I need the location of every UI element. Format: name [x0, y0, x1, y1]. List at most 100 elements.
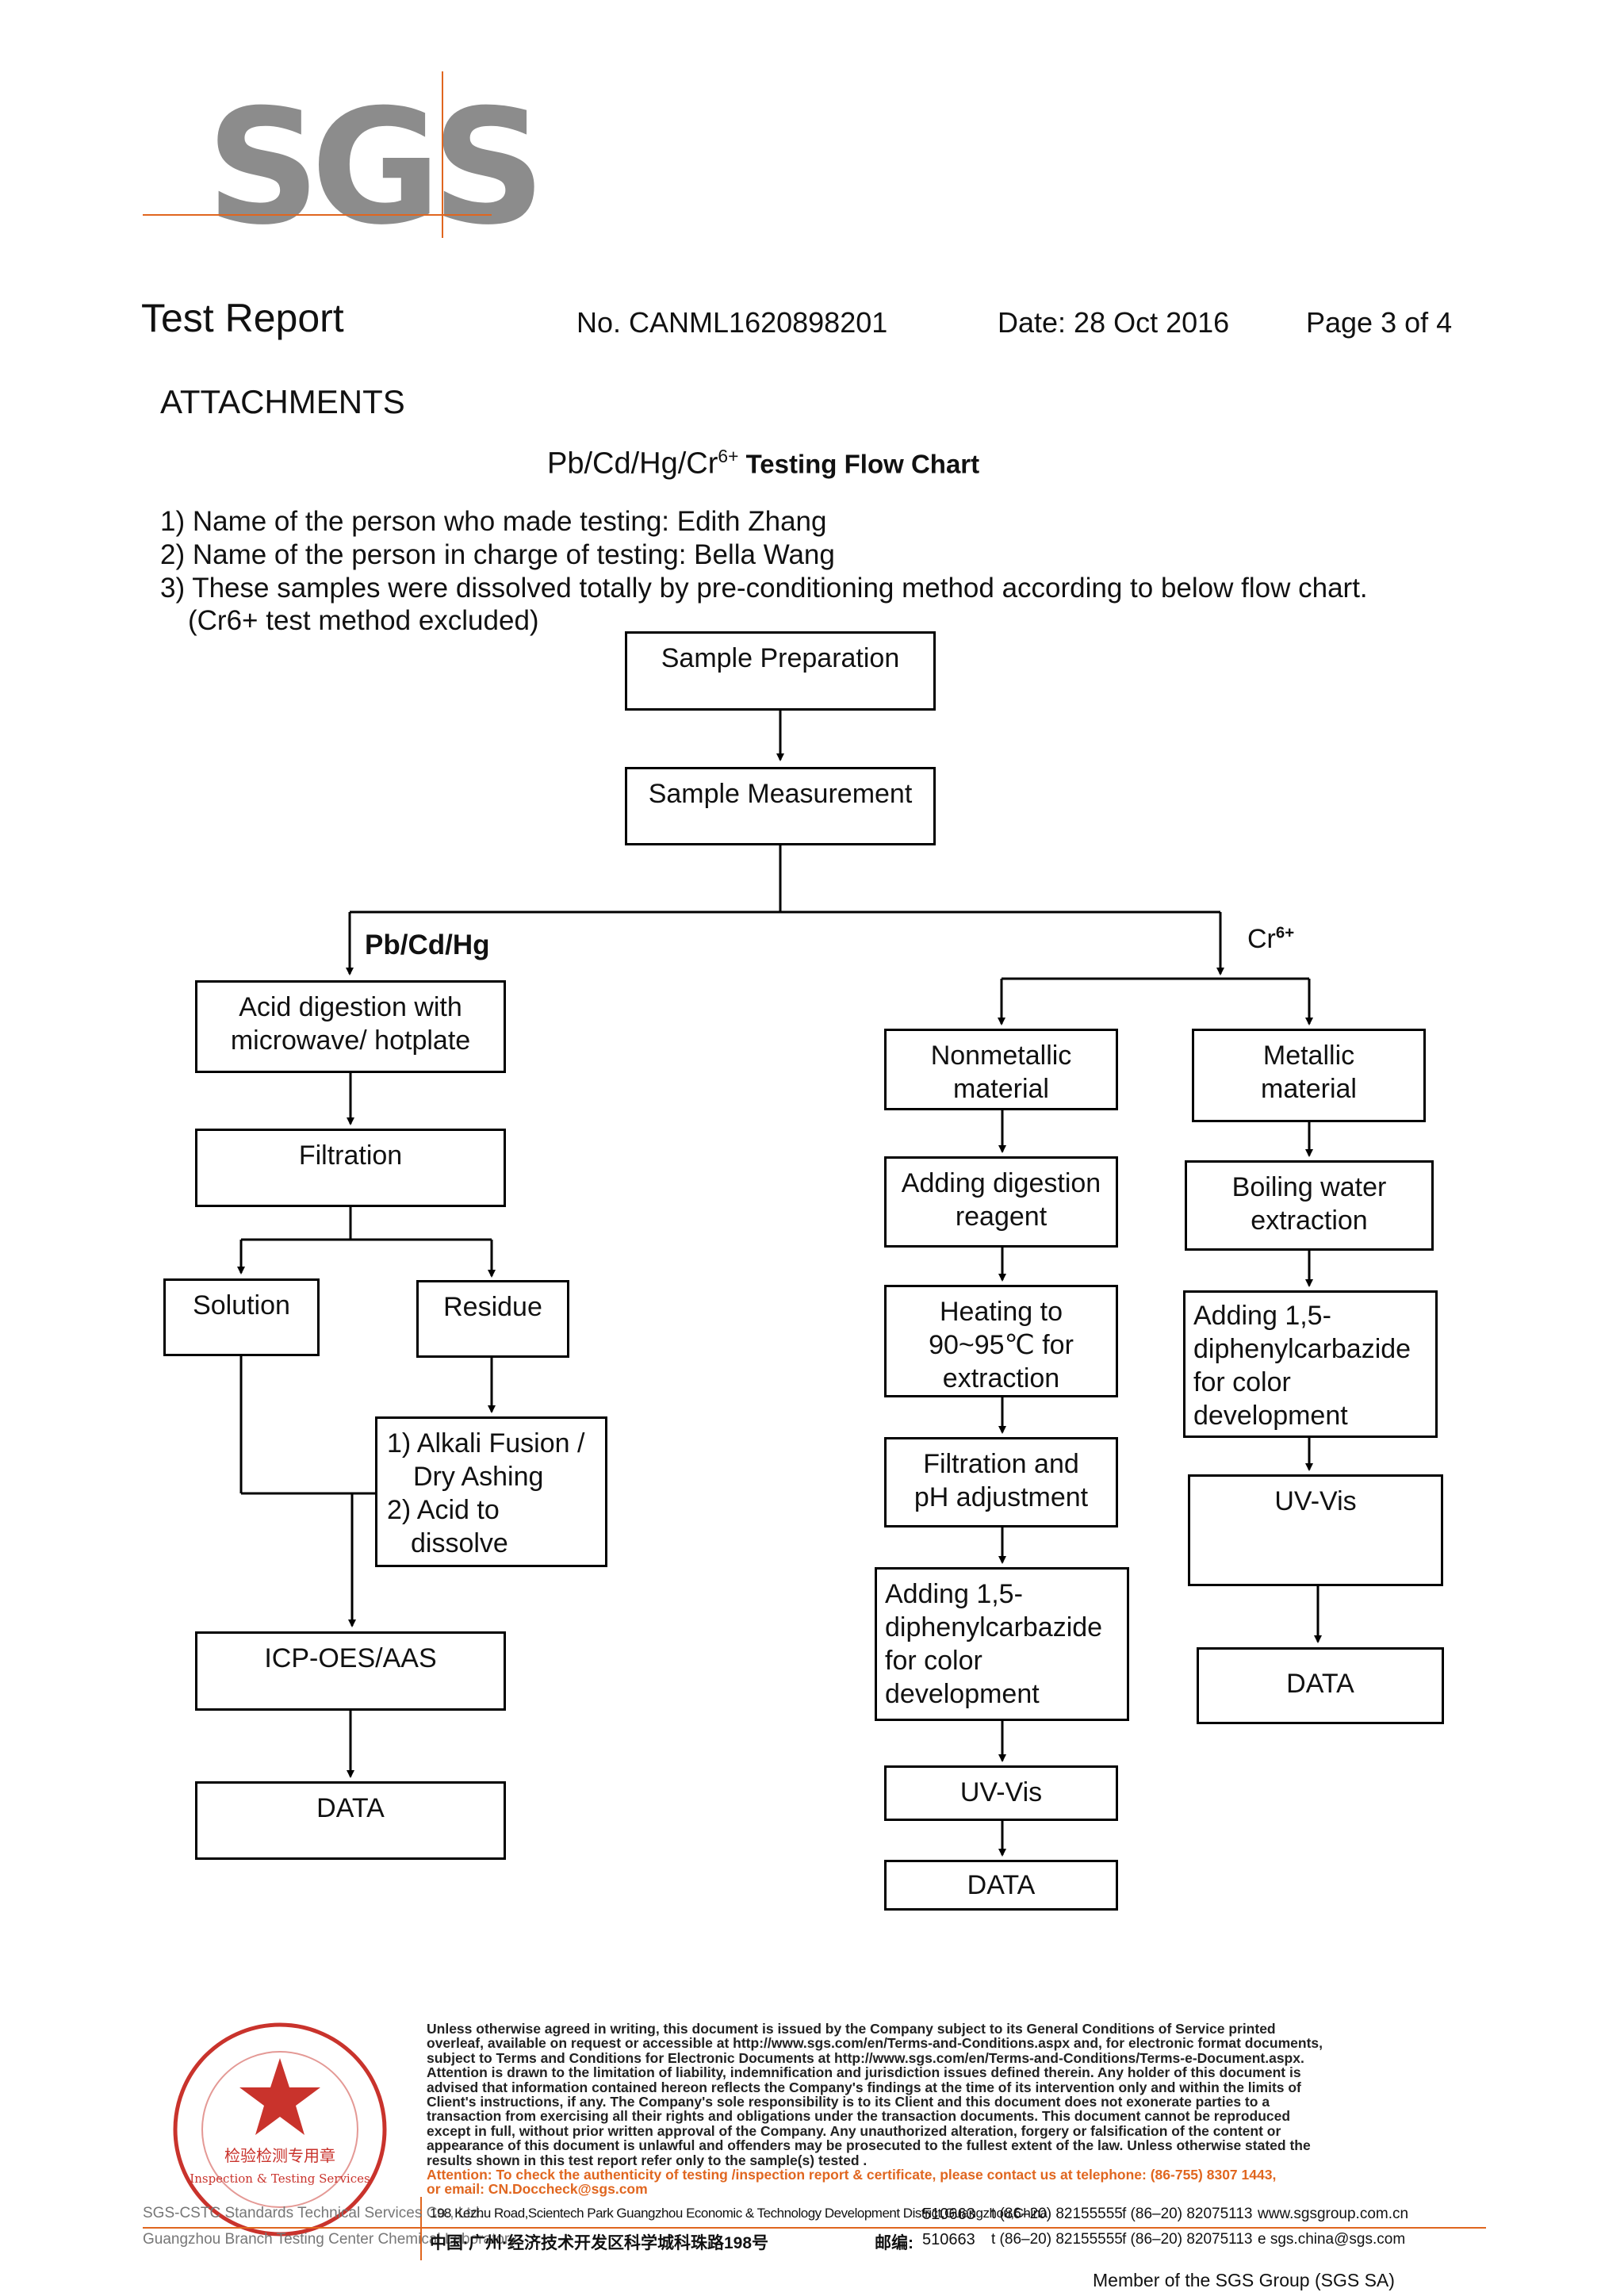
- flowchart-title-main: Pb/Cd/Hg/Cr: [547, 447, 718, 481]
- logo-hline: [143, 214, 492, 216]
- filtration-box: Filtration: [195, 1129, 506, 1207]
- disclaimer-line: overleaf, available on request or access…: [427, 2035, 1323, 2052]
- attachments-heading: ATTACHMENTS: [160, 383, 405, 420]
- postcode-label: 邮编:: [875, 2234, 914, 2252]
- heating-box: Heating to 90~95℃ for extraction: [884, 1285, 1118, 1397]
- sample-measurement-box: Sample Measurement: [625, 767, 936, 845]
- member-line: Member of the SGS Group (SGS SA): [1093, 2270, 1395, 2290]
- stamp-inner-2: Inspection & Testing Services: [190, 2171, 370, 2186]
- company-stamp: 检验检测专用章 Inspection & Testing Services: [173, 2022, 387, 2237]
- address-cn: 中国·广州·经济技术开发区科学城科珠路198号: [430, 2234, 769, 2252]
- fax-2: f (86–20) 82075113: [1122, 2231, 1253, 2248]
- filtration-ph-box: Filtration and pH adjustment: [884, 1437, 1118, 1527]
- flowchart-title-sup: 6+: [718, 446, 739, 466]
- disclaimer-line: transaction from exercising all their ri…: [427, 2108, 1291, 2125]
- metallic-line-1: Metallic: [1262, 1041, 1355, 1071]
- branch-label-cr-sup: 6+: [1275, 924, 1295, 942]
- adding-digestion-box: Adding digestion reagent: [884, 1156, 1118, 1248]
- filtration-ph-line-2: pH adjustment: [914, 1482, 1089, 1512]
- acid-digestion-box: Acid digestion with microwave/ hotplate: [195, 980, 506, 1073]
- alkali-line-4: dissolve: [411, 1528, 508, 1558]
- alkali-line-1: 1) Alkali Fusion /: [387, 1428, 585, 1458]
- report-date: Date: 28 Oct 2016: [998, 306, 1230, 339]
- solution-box: Solution: [163, 1278, 320, 1356]
- pb-data-box: DATA: [195, 1781, 506, 1860]
- flowchart-title: Pb/Cd/Hg/Cr6+ Testing Flow Chart: [547, 446, 979, 481]
- nonmetallic-line-1: Nonmetallic: [930, 1041, 1072, 1071]
- logo-vline: [442, 71, 443, 238]
- nonmetal-uv-box: UV-Vis: [884, 1765, 1118, 1821]
- metal-dpc-line-3: for color: [1193, 1367, 1291, 1397]
- metal-uv-box: UV-Vis: [1188, 1474, 1443, 1586]
- footer-vrule: [420, 2197, 422, 2260]
- note-3: 3) These samples were dissolved totally …: [160, 573, 1368, 604]
- tel-2: t (86–20) 82155555: [991, 2231, 1123, 2248]
- email: e sgs.china@sgs.com: [1258, 2231, 1406, 2248]
- acid-digestion-line-1: Acid digestion with: [239, 992, 462, 1022]
- heating-line-2: 90~95℃ for: [929, 1330, 1074, 1360]
- footer-rule: [143, 2227, 1486, 2229]
- metallic-box: Metallic material: [1192, 1029, 1426, 1122]
- note-2: 2) Name of the person in charge of testi…: [160, 539, 835, 570]
- nonmetal-dpc-line-2: diphenylcarbazide: [885, 1612, 1103, 1642]
- attention-line-1: Attention: To check the authenticity of …: [427, 2167, 1277, 2183]
- note-4: (Cr6+ test method excluded): [188, 605, 539, 636]
- website: www.sgsgroup.com.cn: [1258, 2206, 1409, 2222]
- flowchart-title-rest: Testing Flow Chart: [738, 449, 980, 479]
- nonmetal-dpc-line-3: for color: [885, 1646, 982, 1676]
- branch-label-pb: Pb/Cd/Hg: [365, 930, 490, 960]
- heating-line-1: Heating to: [940, 1297, 1063, 1327]
- stamp-inner-1: 检验检测专用章: [224, 2146, 335, 2165]
- metal-dpc-line-4: development: [1193, 1401, 1348, 1431]
- disclaimer-line: Attention is drawn to the limitation of …: [427, 2064, 1301, 2081]
- heating-line-3: extraction: [942, 1363, 1060, 1393]
- postcode-1: 510663: [922, 2206, 975, 2223]
- sgs-logo: SGS: [143, 71, 546, 247]
- disclaimer-line: advised that information contained hereo…: [427, 2079, 1301, 2095]
- sgs-logo-text: SGS: [206, 75, 546, 260]
- nonmetal-dpc-line-1: Adding 1,5-: [885, 1579, 1023, 1609]
- report-number: No. CANML1620898201: [576, 306, 888, 339]
- disclaimer-line: except in full, without prior written ap…: [427, 2122, 1281, 2139]
- nonmetallic-box: Nonmetallic material: [884, 1029, 1118, 1110]
- boiling-water-line-1: Boiling water: [1231, 1172, 1387, 1202]
- disclaimer: Unless otherwise agreed in writing, this…: [427, 2022, 1407, 2197]
- address-en: 198 Kezhu Road,Scientech Park Guangzhou …: [430, 2206, 1048, 2221]
- nonmetal-dpc-box: Adding 1,5- diphenylcarbazide for color …: [875, 1567, 1129, 1721]
- metal-dpc-box: Adding 1,5- diphenylcarbazide for color …: [1183, 1290, 1438, 1438]
- disclaimer-line: Client's instructions, if any. The Compa…: [427, 2094, 1270, 2110]
- branch-label-cr: Cr6+: [1247, 924, 1294, 955]
- residue-box: Residue: [416, 1280, 569, 1358]
- disclaimer-line: results shown in this test report refer …: [427, 2152, 868, 2168]
- filtration-ph-line-1: Filtration and: [923, 1449, 1079, 1479]
- metal-data-box: DATA: [1197, 1647, 1444, 1724]
- boiling-water-box: Boiling water extraction: [1185, 1160, 1434, 1251]
- note-1: 1) Name of the person who made testing: …: [160, 506, 827, 537]
- postcode-2: 510663: [922, 2231, 975, 2248]
- metal-dpc-line-2: diphenylcarbazide: [1193, 1334, 1411, 1364]
- adding-digestion-line-2: reagent: [955, 1202, 1048, 1232]
- page-number: Page 3 of 4: [1306, 306, 1453, 339]
- disclaimer-line: subject to Terms and Conditions for Elec…: [427, 2049, 1304, 2066]
- report-title: Test Report: [141, 296, 344, 340]
- boiling-water-line-2: extraction: [1251, 1205, 1368, 1236]
- adding-digestion-line-1: Adding digestion: [901, 1168, 1101, 1198]
- branch-label-cr-text: Cr: [1247, 924, 1276, 954]
- tel-1: t (86–20) 82155555: [991, 2206, 1123, 2222]
- sample-preparation-box: Sample Preparation: [625, 631, 936, 711]
- nonmetallic-line-2: material: [953, 1074, 1049, 1104]
- icp-box: ICP-OES/AAS: [195, 1631, 506, 1711]
- company-name-1: SGS-CSTC Standards Technical Services Co…: [143, 2205, 484, 2221]
- alkali-fusion-box: 1) Alkali Fusion / Dry Ashing 2) Acid to…: [375, 1416, 607, 1567]
- fax-1: f (86–20) 82075113: [1122, 2206, 1253, 2222]
- disclaimer-line: appearance of this document is unlawful …: [427, 2137, 1311, 2154]
- alkali-line-3: 2) Acid to: [387, 1495, 500, 1525]
- metallic-line-2: material: [1261, 1074, 1357, 1104]
- nonmetal-dpc-line-4: development: [885, 1679, 1040, 1709]
- metal-dpc-line-1: Adding 1,5-: [1193, 1301, 1331, 1331]
- alkali-line-2: Dry Ashing: [413, 1462, 544, 1492]
- disclaimer-line: Unless otherwise agreed in writing, this…: [427, 2021, 1276, 2037]
- acid-digestion-line-2: microwave/ hotplate: [230, 1025, 471, 1056]
- attention-line-2: or email: CN.Doccheck@sgs.com: [427, 2181, 648, 2198]
